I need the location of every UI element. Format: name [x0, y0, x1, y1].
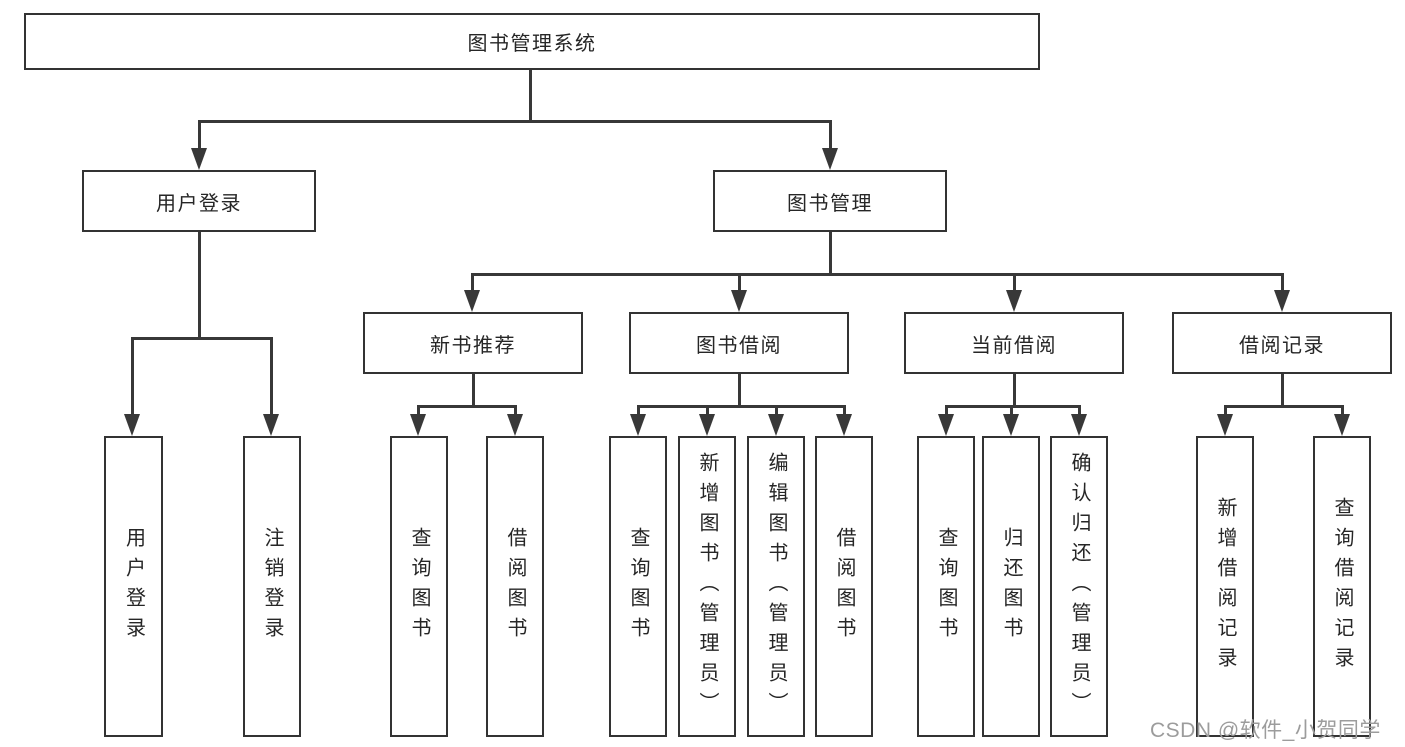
leaf-borrow-books-recommend-label: 借阅图书 — [504, 526, 526, 647]
connector-line — [737, 273, 741, 292]
leaf-add-borrow-record-label: 新增借阅记录 — [1214, 496, 1236, 677]
node-book-borrowing-label: 图书借阅 — [696, 334, 782, 357]
connector-line — [197, 232, 201, 339]
leaf-query-books-current-label: 查询图书 — [935, 526, 957, 647]
leaf-confirm-return-admin: 确认归还（管理员） — [1050, 436, 1108, 737]
leaf-return-books-label: 归还图书 — [1000, 526, 1022, 647]
leaf-query-books-current: 查询图书 — [917, 436, 975, 737]
connector-line — [270, 337, 273, 417]
node-book-borrowing: 图书借阅 — [629, 312, 849, 374]
arrowhead-down — [822, 148, 838, 170]
leaf-logout-label: 注销登录 — [261, 526, 283, 647]
arrowhead-down — [1006, 290, 1022, 312]
leaf-query-books-borrow-label: 查询图书 — [627, 526, 649, 647]
connector-line — [513, 405, 517, 417]
leaf-add-books-admin-label: 新增图书（管理员） — [696, 451, 718, 722]
connector-line — [774, 405, 778, 417]
node-root: 图书管理系统 — [24, 13, 1040, 70]
arrowhead-down — [191, 148, 207, 170]
connector-line — [636, 405, 845, 408]
node-new-book-recommend-label: 新书推荐 — [430, 334, 516, 357]
connector-line — [843, 405, 846, 417]
node-book-management-label: 图书管理 — [787, 192, 873, 215]
connector-line — [197, 120, 201, 150]
connector-line — [471, 374, 475, 407]
connector-line — [1012, 374, 1016, 407]
arrowhead-down — [507, 414, 523, 436]
arrowhead-down — [410, 414, 426, 436]
arrowhead-down — [1334, 414, 1350, 436]
leaf-borrow-books-label: 借阅图书 — [833, 526, 855, 647]
connector-line — [1012, 273, 1016, 292]
arrowhead-down — [699, 414, 715, 436]
node-borrow-records-label: 借阅记录 — [1239, 334, 1325, 357]
leaf-query-books-borrow: 查询图书 — [609, 436, 667, 737]
node-current-borrowing: 当前借阅 — [904, 312, 1124, 374]
leaf-query-borrow-record-label: 查询借阅记录 — [1331, 496, 1353, 677]
connector-line — [705, 405, 709, 417]
connector-line — [417, 405, 516, 408]
arrowhead-down — [263, 414, 279, 436]
leaf-user-login-label: 用户登录 — [122, 526, 145, 647]
node-user-login: 用户登录 — [82, 170, 316, 232]
connector-line — [1280, 374, 1284, 407]
connector-line — [131, 337, 273, 340]
connector-line — [828, 232, 832, 275]
arrowhead-down — [1274, 290, 1290, 312]
arrowhead-down — [1071, 414, 1087, 436]
connector-line — [1077, 405, 1081, 417]
node-new-book-recommend: 新书推荐 — [363, 312, 583, 374]
connector-line — [1340, 405, 1344, 417]
connector-line — [131, 337, 134, 417]
watermark-text: CSDN @软件_小贺同学 — [1150, 719, 1381, 742]
node-root-label: 图书管理系统 — [467, 33, 597, 55]
leaf-borrow-books-recommend: 借阅图书 — [486, 436, 544, 737]
connector-line — [828, 120, 832, 150]
leaf-confirm-return-admin-label: 确认归还（管理员） — [1068, 451, 1090, 722]
leaf-add-books-admin: 新增图书（管理员） — [678, 436, 736, 737]
leaf-user-login: 用户登录 — [104, 436, 163, 737]
connector-line — [737, 374, 741, 407]
node-book-management: 图书管理 — [713, 170, 947, 232]
arrowhead-down — [124, 414, 140, 436]
arrowhead-down — [731, 290, 747, 312]
connector-line — [417, 405, 420, 417]
connector-line — [470, 273, 474, 292]
leaf-edit-books-admin-label: 编辑图书（管理员） — [765, 451, 787, 722]
connector-line — [1280, 273, 1284, 292]
connector-line — [636, 405, 640, 417]
node-borrow-records: 借阅记录 — [1172, 312, 1392, 374]
leaf-query-borrow-record: 查询借阅记录 — [1313, 436, 1371, 737]
leaf-edit-books-admin: 编辑图书（管理员） — [747, 436, 805, 737]
arrowhead-down — [768, 414, 784, 436]
leaf-return-books: 归还图书 — [982, 436, 1040, 737]
connector-line — [470, 273, 1284, 276]
connector-line — [197, 120, 832, 123]
leaf-query-books-recommend: 查询图书 — [390, 436, 448, 737]
connector-line — [529, 70, 532, 122]
arrowhead-down — [1003, 414, 1019, 436]
connector-line — [944, 405, 948, 417]
leaf-borrow-books: 借阅图书 — [815, 436, 873, 737]
arrowhead-down — [938, 414, 954, 436]
connector-line — [1223, 405, 1343, 408]
leaf-add-borrow-record: 新增借阅记录 — [1196, 436, 1254, 737]
arrowhead-down — [464, 290, 480, 312]
arrowhead-down — [836, 414, 852, 436]
node-user-login-label: 用户登录 — [156, 192, 242, 215]
leaf-query-books-recommend-label: 查询图书 — [408, 526, 430, 647]
node-current-borrowing-label: 当前借阅 — [971, 334, 1057, 357]
connector-line — [1223, 405, 1227, 417]
arrowhead-down — [1217, 414, 1233, 436]
leaf-logout: 注销登录 — [243, 436, 301, 737]
arrowhead-down — [630, 414, 646, 436]
connector-line — [1009, 405, 1013, 417]
